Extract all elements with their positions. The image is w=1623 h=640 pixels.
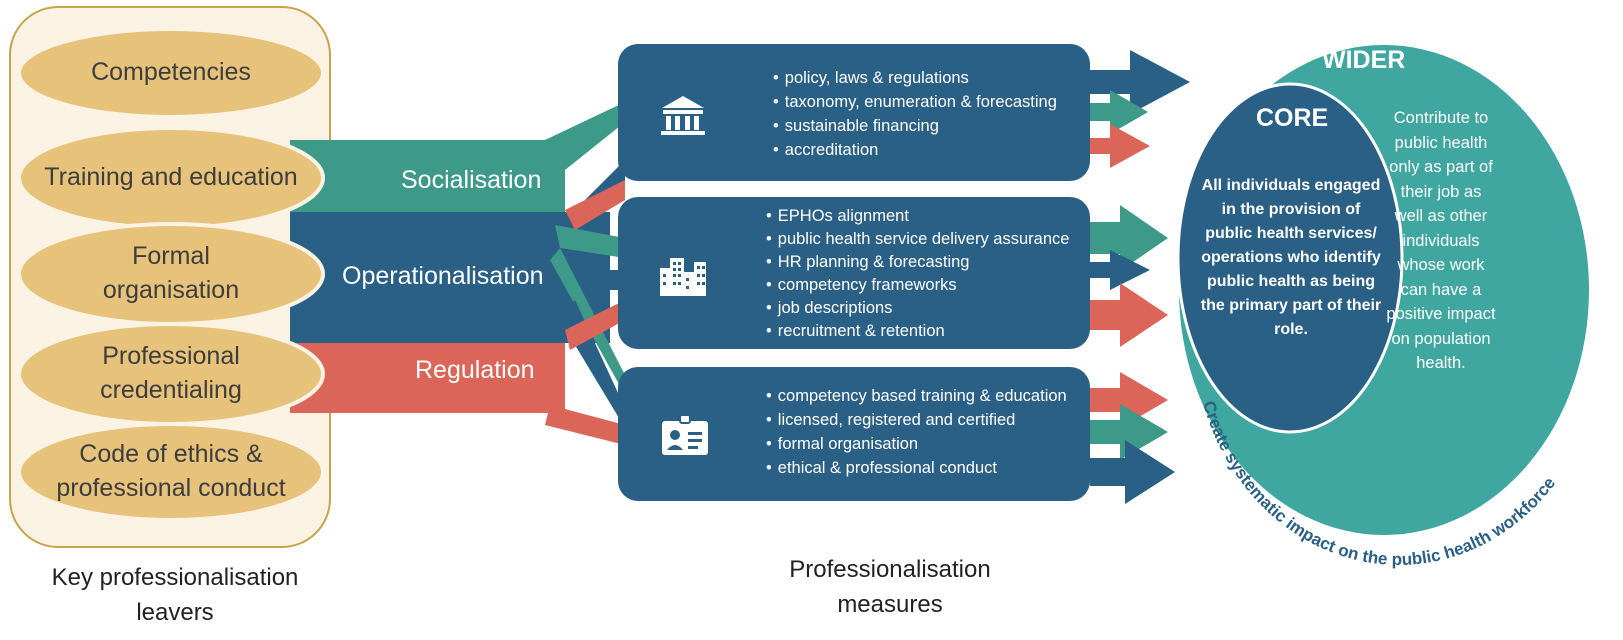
regulation-band [290, 343, 565, 413]
lever-ellipses [17, 27, 325, 522]
measure-item: recruitment & retention [766, 320, 1069, 343]
lever-professional-credentialing: Professional credentialing [100, 342, 242, 404]
lever-training-education: Training and education [44, 163, 298, 192]
core-ellipse [1176, 82, 1404, 434]
measure-item: taxonomy, enumeration & forecasting [773, 90, 1057, 114]
measure-item: HR planning & forecasting [766, 251, 1069, 274]
lever-formal-organisation: Formal organisation [102, 242, 240, 304]
measure-item: competency frameworks [766, 274, 1069, 297]
measure-item: sustainable financing [773, 114, 1057, 138]
measure-item: EPHOs alignment [766, 205, 1069, 228]
levers-caption: Key professionalisation leavers [51, 564, 299, 626]
office-buildings-icon [660, 258, 706, 296]
socialisation-band [290, 140, 565, 212]
band-label-regulation: Regulation [415, 356, 535, 384]
core-description: All individuals engaged in the provision… [1200, 177, 1382, 338]
wider-description: Contribute to public health only as part… [1386, 109, 1496, 372]
measure-item: job descriptions [766, 297, 1069, 320]
band-label-operationalisation: Operationalisation [342, 262, 544, 290]
band-label-socialisation: Socialisation [401, 166, 542, 194]
measure-item: policy, laws & regulations [773, 66, 1057, 90]
measure-item: licensed, registered and certified [766, 408, 1067, 432]
measure-item: public health service delivery assurance [766, 228, 1070, 251]
lever-competencies: Competencies [91, 58, 251, 87]
core-title: CORE [1256, 104, 1329, 132]
measure-list-organisation: EPHOs alignment public health service de… [766, 205, 1070, 343]
wider-title: WIDER [1322, 46, 1406, 74]
operationalisation-band [290, 212, 610, 343]
output-arrows [1090, 50, 1190, 504]
measure-item: competency based training & education [766, 384, 1067, 408]
id-card-icon [662, 414, 708, 455]
measure-item: ethical & professional conduct [766, 456, 1067, 480]
measure-item: accreditation [773, 138, 1057, 162]
lever-code-of-ethics: Code of ethics & professional conduct [56, 440, 286, 502]
government-building-icon [661, 96, 705, 135]
measure-item: formal organisation [766, 432, 1067, 456]
measure-list-credentials: competency based training & education li… [766, 384, 1067, 480]
measures-caption: Professionalisation measures [789, 556, 991, 618]
measure-list-governance: policy, laws & regulations taxonomy, enu… [773, 66, 1057, 162]
